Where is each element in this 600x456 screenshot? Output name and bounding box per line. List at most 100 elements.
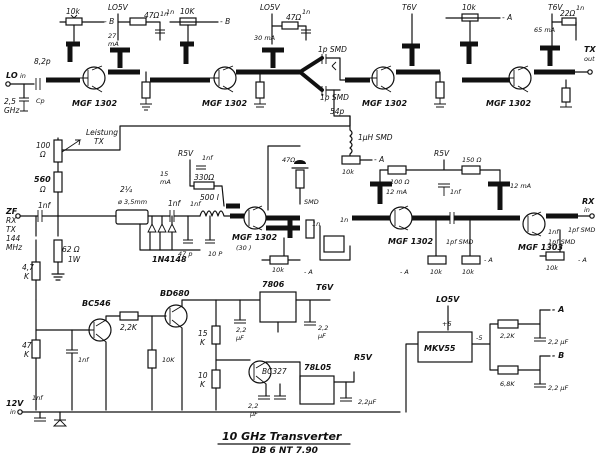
fet-4-label: MGF 1302	[486, 99, 531, 108]
c1nf-4-label: 1nf	[190, 200, 202, 208]
r5v-mid-label: R5V	[178, 149, 194, 158]
power-section: BC546 2,2K BD680 47 K 1nf 10K 7806 T6V 2…	[6, 280, 401, 427]
cp-label: Cp	[36, 97, 45, 105]
bd680-label: BD680	[160, 289, 190, 298]
fet-7	[522, 212, 546, 236]
lo5v-1-label: LO5V	[108, 3, 129, 12]
tx-out-label: out	[584, 55, 595, 63]
bd680-transistor	[164, 304, 188, 328]
zf-mhz-label: MHz	[6, 243, 23, 252]
minus-a-out-label: - A	[552, 305, 564, 314]
zf-tx-label: TX	[6, 225, 17, 234]
r6k8-label: 6,8K	[500, 380, 515, 388]
reg-7806-label: 7806	[262, 280, 285, 289]
lo-chain: LO in 2,5 GHz 8,2p Cp MGF 1302 MGF 1302 …	[4, 3, 596, 117]
c1n-3-label: 1n	[302, 8, 310, 16]
leistung-tx-label: TX	[94, 137, 105, 146]
l500-label: 500 I	[200, 193, 220, 202]
c2u2-4-label: 2,2µF	[358, 398, 376, 406]
coil-label: 2¼	[120, 185, 133, 194]
c1nf-8-label: 1nf	[32, 394, 44, 402]
r62-w-label: 1W	[68, 255, 81, 264]
minus-a-1-label: - A	[502, 13, 512, 22]
lo-label: LO	[6, 71, 18, 80]
fet-6-label: MGF 1302	[388, 237, 433, 246]
mkv55-ic	[417, 331, 473, 363]
bc327-transistor	[248, 360, 272, 384]
minus-a-3-label: - A	[374, 155, 384, 164]
minus-b-out-label: - B	[552, 351, 564, 360]
ohm-1-label: Ω	[39, 150, 46, 159]
t6v-1-label: T6V	[402, 3, 417, 12]
tx-out-terminal[interactable]	[587, 69, 593, 75]
c2u2-3-label: 2,2	[248, 402, 258, 410]
r47-1-label: 47Ω	[144, 11, 160, 20]
c2u2-2-unit-label: µF	[317, 332, 326, 340]
rx-in-terminal[interactable]	[589, 213, 595, 219]
r2k2-label: 2,2K	[120, 323, 138, 332]
fet-6	[389, 206, 413, 230]
lo5v-neg-label: LO5V	[436, 295, 460, 304]
lo-freq-label: 2,5	[4, 97, 16, 106]
c1n-5-label: 1n	[312, 220, 320, 228]
r5v-out-label: R5V	[354, 353, 373, 362]
r10k-3-label: 10k	[462, 3, 477, 12]
coax-coil	[115, 209, 149, 225]
c2u2-neg-1-label: 2,2 µF	[548, 338, 569, 346]
ma-2-label: 30 mA	[254, 34, 275, 42]
minus-a-6-label: - A	[578, 256, 587, 264]
minus-b-1-label: - B	[104, 17, 114, 26]
c2u2-1-label: 2,2	[236, 326, 246, 334]
mixer-section: Leistung TX 100 Ω 560 Ω ZF RX TX 144 MHz…	[5, 115, 393, 301]
bc327-label: BC327	[262, 367, 287, 376]
c2u2-neg-2-label: 2,2 µF	[548, 384, 569, 392]
c1nf-1-label: 1nf	[38, 201, 52, 210]
r10k-5-label: 10k	[342, 168, 354, 176]
r10k-4-label: 10k	[272, 266, 284, 274]
smd-6-label: 1pf SMD	[548, 238, 575, 246]
fet-1-label: MGF 1302	[72, 99, 117, 108]
r27-label: 27	[108, 32, 117, 40]
reg-78l05	[299, 375, 335, 405]
c-in-label: 8,2p	[34, 57, 51, 66]
ohm-2-label: Ω	[39, 185, 46, 194]
negative-supply: LO5V +5 MKV55 -5 2,2K 6,8K - A - B 2,2 µ…	[405, 295, 569, 413]
smd-3-label: SMD	[304, 198, 319, 206]
zf-label: ZF	[5, 207, 18, 216]
rx-label: RX	[582, 197, 595, 206]
c1n-1-label: 1n	[160, 10, 168, 18]
rx-in-label: in	[584, 206, 590, 214]
lo-ghz-label: GHz	[4, 106, 20, 115]
lo-in-label: in	[20, 72, 26, 80]
c1n-6-label: 1n	[340, 216, 348, 224]
fet-5	[243, 206, 267, 230]
r15k-unit-label: K	[200, 338, 206, 347]
r330-label: 330Ω	[194, 173, 214, 182]
pin-p5-label: +5	[442, 320, 452, 328]
smd-5-label: 1pf SMD	[568, 226, 595, 234]
c2u2-3-unit-label: µF	[249, 410, 258, 418]
r22-label: 22Ω	[560, 9, 576, 18]
zf-freq-label: 144	[6, 234, 21, 243]
r100-rx-label: 100 Ω	[390, 178, 409, 186]
r560-label: 560	[34, 175, 51, 184]
reg-78l05-label: 78L05	[304, 363, 332, 372]
minus-a-5-label: - A	[484, 256, 493, 264]
rx-chain: R5V 100 Ω 12 mA 150 Ω 12 mA 1nf MGF 1302…	[352, 149, 595, 276]
supply-label: 12V	[6, 399, 24, 408]
ma-1-label: mA	[108, 40, 119, 48]
page-title: 10 GHz Transverter	[222, 430, 342, 443]
smd-4-label: 1pf SMD	[446, 238, 473, 246]
c47p-label: 47 p	[178, 250, 192, 258]
ma-4-unit-label: mA	[160, 178, 171, 186]
t6v-out-label: T6V	[316, 283, 334, 292]
fet-5-label: MGF 1302	[232, 233, 277, 242]
r15k-label: 15	[198, 329, 208, 338]
r10k-10-unit-label: K	[200, 380, 206, 389]
r10k-8-label: 10k	[546, 264, 558, 272]
coil-size-label: ø 3,5mm	[117, 198, 147, 206]
fet-5-sub-label: (30 )	[236, 244, 251, 252]
diode-label: 1N4148	[152, 255, 187, 264]
r5v-rx-label: R5V	[434, 149, 450, 158]
fet-7-label: MGF 1303	[518, 243, 563, 252]
